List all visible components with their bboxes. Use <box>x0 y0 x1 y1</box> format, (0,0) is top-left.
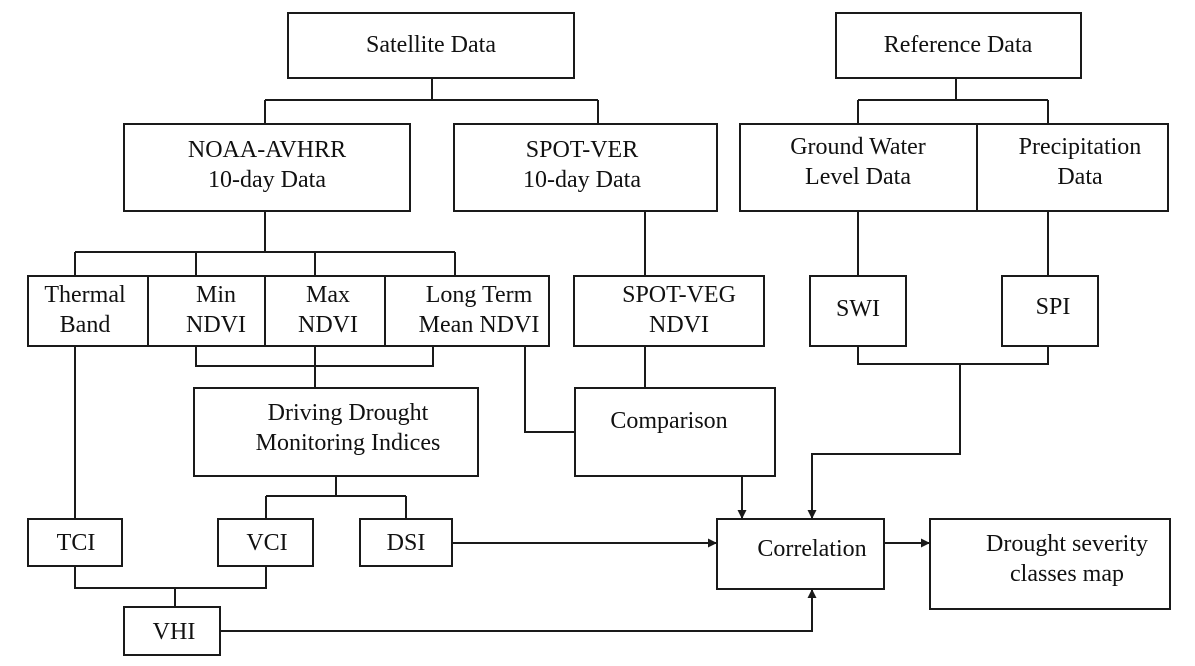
node-label-line: Reference Data <box>884 32 1033 58</box>
node-label-line: Satellite Data <box>366 32 496 58</box>
node-correlation: Correlation <box>716 518 885 590</box>
node-label: SPOT-VER 10-day Data <box>523 137 641 193</box>
node-label-line: SPOT-VEG <box>622 282 736 308</box>
node-label-line: VCI <box>246 530 287 556</box>
node-spi: SPI <box>1001 275 1099 347</box>
node-vhi: VHI <box>123 606 221 656</box>
node-swi: SWI <box>809 275 907 347</box>
node-label-line: SPI <box>1036 294 1071 320</box>
node-label-line: Driving Drought <box>268 400 429 426</box>
node-label-line: Max <box>306 282 350 308</box>
node-label: Correlation <box>757 536 866 562</box>
node-label-line: NOAA-AVHRR <box>188 137 346 163</box>
node-vci: VCI <box>217 518 314 567</box>
node-label: SPI <box>1036 294 1071 320</box>
node-label: Reference Data <box>884 32 1033 58</box>
node-label-line: Min <box>196 282 236 308</box>
node-label-line: Comparison <box>610 408 727 434</box>
connector-vhi-to-correlation <box>220 589 817 632</box>
node-label: NOAA-AVHRR 10-day Data <box>188 137 346 193</box>
node-satellite-data: Satellite Data <box>287 12 575 79</box>
node-label-line: DSI <box>387 530 426 556</box>
node-label-line: NDVI <box>649 312 709 338</box>
node-label: Comparison <box>610 408 727 434</box>
node-label-line: NDVI <box>298 312 358 338</box>
node-label-line: SWI <box>836 296 880 322</box>
node-label: Drought severity classes map <box>986 531 1148 587</box>
node-label-line: Monitoring Indices <box>256 430 441 456</box>
node-comparison: Comparison <box>574 387 776 477</box>
node-label: VHI <box>153 619 196 645</box>
node-label-line: Band <box>60 312 111 338</box>
connector-tci-vci-merge <box>74 566 267 589</box>
node-label-line: Data <box>1057 164 1103 190</box>
node-noaa-avhrr: NOAA-AVHRR 10-day Data <box>123 123 411 212</box>
node-tci: TCI <box>27 518 123 567</box>
node-dsi: DSI <box>359 518 453 567</box>
node-drought-severity-map: Drought severity classes map <box>929 518 1171 610</box>
node-label-line: 10-day Data <box>523 167 641 193</box>
node-label-line: Thermal <box>44 282 126 308</box>
node-label-line: Correlation <box>757 536 866 562</box>
node-label-line: SPOT-VER <box>526 137 638 163</box>
node-label: Satellite Data <box>366 32 496 58</box>
connector-swi-spi-to-correlation <box>807 364 961 519</box>
connector-ltm-to-comparison <box>524 346 575 433</box>
node-spot-veg-ndvi: SPOT-VEG NDVI <box>573 275 765 347</box>
node-label-line: Mean NDVI <box>419 312 540 338</box>
node-label-line: Ground Water <box>790 134 926 160</box>
node-label-line: VHI <box>153 619 196 645</box>
connector-swi-spi-merge <box>857 346 1049 365</box>
node-label: DSI <box>387 530 426 556</box>
node-label-line: TCI <box>57 530 96 556</box>
node-label-line: classes map <box>1010 561 1124 587</box>
node-reference-data: Reference Data <box>835 12 1082 79</box>
node-label-line: Level Data <box>805 164 911 190</box>
node-label: SPOT-VEG NDVI <box>622 282 736 338</box>
node-label-line: NDVI <box>186 312 246 338</box>
node-label-line: Long Term <box>426 282 533 308</box>
node-label-line: Drought severity <box>986 531 1148 557</box>
node-label: TCI <box>57 530 96 556</box>
connectors <box>74 78 1049 632</box>
node-label: SWI <box>836 296 880 322</box>
node-spot-ver: SPOT-VER 10-day Data <box>453 123 718 212</box>
node-label: VCI <box>246 530 287 556</box>
node-label-line: 10-day Data <box>208 167 326 193</box>
node-label-line: Precipitation <box>1019 134 1142 160</box>
